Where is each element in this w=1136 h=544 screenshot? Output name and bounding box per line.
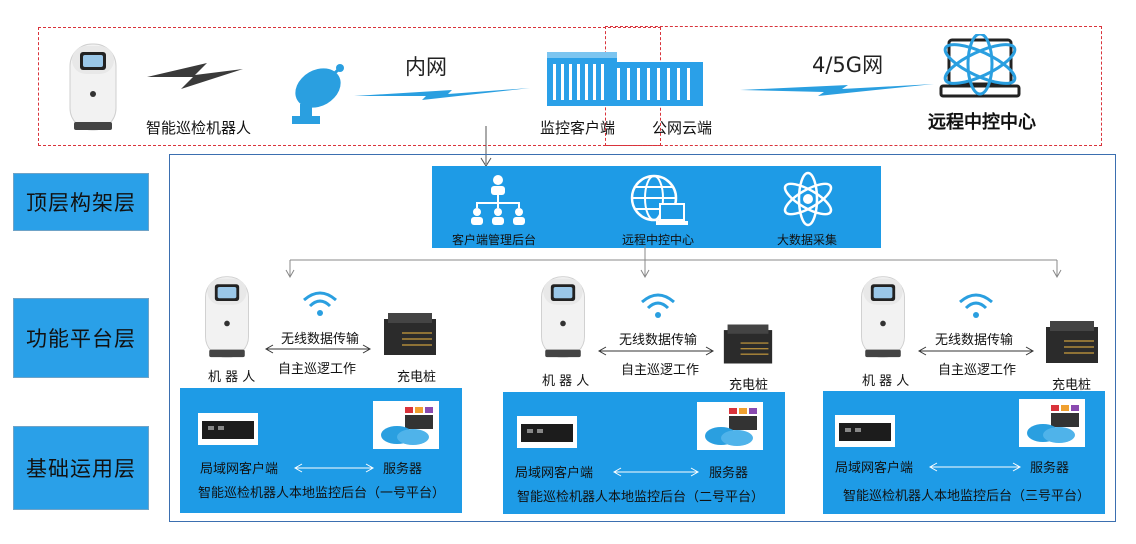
server-cloud-icon <box>1019 399 1085 447</box>
platform-label: 智能巡检机器人本地监控后台（三号平台） <box>843 489 1091 504</box>
robot-label: 机 器 人 <box>542 374 590 389</box>
charger-label: 充电桩 <box>1052 378 1092 393</box>
mini-pc-icon <box>517 416 577 448</box>
remote-center-icon <box>939 34 1021 98</box>
bidirectional-arrow <box>612 467 700 477</box>
wifi-icon <box>959 293 993 318</box>
monitoring-client-label: 监控客户端 <box>540 119 616 137</box>
robot-icon <box>69 43 117 131</box>
bidirectional-arrow <box>917 346 1035 356</box>
bidirectional-arrow <box>264 344 372 354</box>
network-4-5g-label: 4/5G网 <box>812 53 884 77</box>
charger-icon <box>384 313 436 355</box>
wifi-icon <box>641 293 675 318</box>
globe-computer-icon <box>630 174 688 225</box>
remote-center-label: 远程中控中心 <box>928 112 1036 133</box>
platform-box-2: 局域网客户端 服务器 智能巡检机器人本地监控后台（二号平台） <box>503 392 785 514</box>
platform-box-3: 局域网客户端 服务器 智能巡检机器人本地监控后台（三号平台） <box>823 391 1105 514</box>
architecture-frame <box>169 154 1116 522</box>
cloud-label: 公网云端 <box>652 119 713 137</box>
wireless-label: 无线数据传输 <box>619 333 698 348</box>
wireless-label: 无线数据传输 <box>281 332 360 347</box>
bidirectional-arrow <box>928 462 1022 472</box>
top-item-big-data: 大数据采集 <box>777 233 838 247</box>
wireless-link-icon <box>147 63 243 89</box>
satellite-dish-icon <box>292 64 344 124</box>
charger-icon <box>1046 321 1098 363</box>
server-label: 服务器 <box>383 462 423 477</box>
layer-top-architecture: 顶层构架层 <box>13 173 149 231</box>
charger-label: 充电桩 <box>729 378 769 393</box>
mini-pc-icon <box>198 413 258 445</box>
intranet-signal-icon <box>354 88 530 100</box>
layer-basic-application: 基础运用层 <box>13 426 149 510</box>
big-data-atom-icon <box>783 171 833 227</box>
mini-pc-icon <box>835 415 895 447</box>
lan-client-label: 局域网客户端 <box>515 466 594 481</box>
bidirectional-arrow <box>597 346 715 356</box>
robot-label: 机 器 人 <box>208 370 256 385</box>
patrol-label: 自主巡逻工作 <box>938 363 1017 378</box>
platform-box-1: 局域网客户端 服务器 智能巡检机器人本地监控后台（一号平台） <box>180 388 462 513</box>
top-item-remote-center: 远程中控中心 <box>622 233 695 247</box>
robot-label: 机 器 人 <box>862 374 910 389</box>
lan-client-label: 局域网客户端 <box>200 462 279 477</box>
platform-label: 智能巡检机器人本地监控后台（一号平台） <box>198 486 446 501</box>
charger-icon <box>723 324 773 364</box>
robot-icon <box>541 276 585 358</box>
server-cloud-icon <box>697 402 763 450</box>
server-label: 服务器 <box>1030 461 1070 476</box>
patrol-label: 自主巡逻工作 <box>621 363 700 378</box>
charger-label: 充电桩 <box>397 370 437 385</box>
platform-label: 智能巡检机器人本地监控后台（二号平台） <box>517 490 765 505</box>
patrol-label: 自主巡逻工作 <box>278 362 357 377</box>
wireless-label: 无线数据传输 <box>935 333 1014 348</box>
layer-function-platform: 功能平台层 <box>13 298 149 378</box>
top-item-client-admin: 客户端管理后台 <box>452 233 537 247</box>
server-cloud-icon <box>373 401 439 449</box>
lan-client-label: 局域网客户端 <box>835 461 914 476</box>
bidirectional-arrow <box>293 463 375 473</box>
robot-icon <box>205 276 249 358</box>
org-chart-icon <box>471 175 525 225</box>
server-label: 服务器 <box>709 466 749 481</box>
distribution-arrows <box>285 246 1062 279</box>
top-layer-box: 客户端管理后台 远程中控中心 大数据采集 <box>432 166 881 248</box>
robot-icon <box>861 276 905 358</box>
network-signal-icon <box>740 84 934 96</box>
monitoring-client-icon <box>547 52 703 106</box>
intranet-label: 内网 <box>405 55 447 79</box>
robot-label: 智能巡检机器人 <box>146 119 252 137</box>
wifi-icon <box>303 291 337 316</box>
